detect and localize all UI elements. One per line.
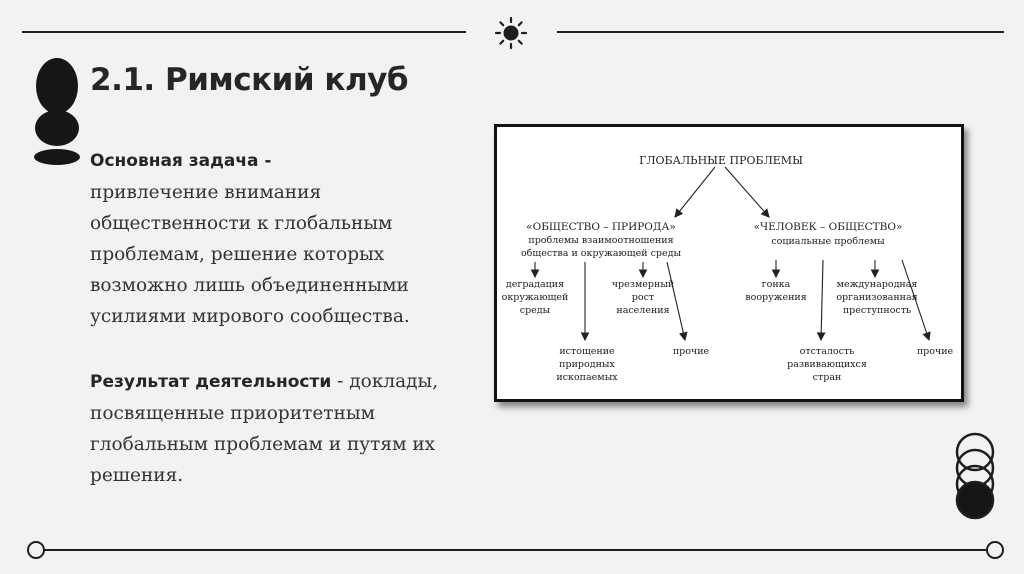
diagram-canvas: ГЛОБАЛЬНЫЕ ПРОБЛЕМЫ «ОБЩЕСТВО – ПРИРОДА»… [502, 154, 954, 383]
left-item2-line3: населения [616, 305, 669, 316]
right-item3-line2: развивающихся [787, 359, 867, 370]
sun-icon [494, 16, 528, 50]
left-branch-title: «ОБЩЕСТВО – ПРИРОДА» [526, 221, 676, 233]
diagram-root: ГЛОБАЛЬНЫЕ ПРОБЛЕМЫ [639, 154, 803, 167]
page-title: 2.1. Римский клуб [90, 62, 409, 98]
top-line-right [557, 31, 1004, 33]
left-item2-line2: рост [632, 292, 654, 303]
left-item3-line3: ископаемых [556, 372, 618, 383]
figure-icon [34, 58, 80, 165]
left-item1-line1: деградация [506, 279, 564, 290]
task-paragraph: Основная задача - привлечение внимания о… [90, 145, 470, 332]
right-item1-line2: вооружения [745, 292, 806, 303]
left-branch-subtitle-1: проблемы взаимоотношения [528, 235, 673, 246]
arrow-right-item4 [901, 259, 931, 342]
right-item2-line2: организованная [836, 292, 917, 303]
bottom-line [44, 549, 986, 551]
right-item2-line1: международная [837, 279, 918, 290]
right-branch-title: «ЧЕЛОВЕК – ОБЩЕСТВО» [754, 221, 903, 233]
task-text: привлечение внимания общественности к гл… [90, 182, 410, 327]
top-line-left [22, 31, 466, 33]
left-item1-line2: окружающей [502, 292, 569, 303]
result-paragraph: Результат деятельности - доклады, посвящ… [90, 366, 470, 491]
stacked-circles-icon [955, 432, 995, 520]
bottom-line-left-dot [27, 541, 45, 559]
arrow-root-left [674, 166, 716, 218]
bottom-line-right-dot [986, 541, 1004, 559]
right-item3-line1: отсталость [800, 346, 855, 357]
right-branch-subtitle: социальные проблемы [771, 236, 885, 247]
right-item2-line3: преступность [843, 305, 911, 316]
arrow-right-item3 [816, 259, 826, 342]
task-separator: - [258, 151, 272, 171]
left-item3-line2: природных [559, 359, 615, 370]
left-branch-subtitle-2: общества и окружающей среды [521, 248, 682, 259]
result-text: - доклады, посвященные приоритетным глоб… [90, 371, 439, 486]
left-item3-line1: истощение [559, 346, 615, 357]
left-item4: прочие [673, 346, 710, 357]
result-label: Результат деятельности [90, 372, 332, 392]
right-item4: прочие [917, 346, 954, 357]
right-item3-line3: стран [813, 372, 842, 383]
left-item2-line1: чрезмерный [612, 279, 674, 290]
left-item1-line3: среды [520, 305, 551, 316]
arrow-left-item4 [666, 261, 688, 342]
task-label: Основная задача [90, 151, 259, 171]
right-item1-line1: гонка [762, 279, 791, 290]
arrow-root-right [724, 166, 770, 218]
global-problems-diagram: ГЛОБАЛЬНЫЕ ПРОБЛЕМЫ «ОБЩЕСТВО – ПРИРОДА»… [494, 124, 964, 402]
